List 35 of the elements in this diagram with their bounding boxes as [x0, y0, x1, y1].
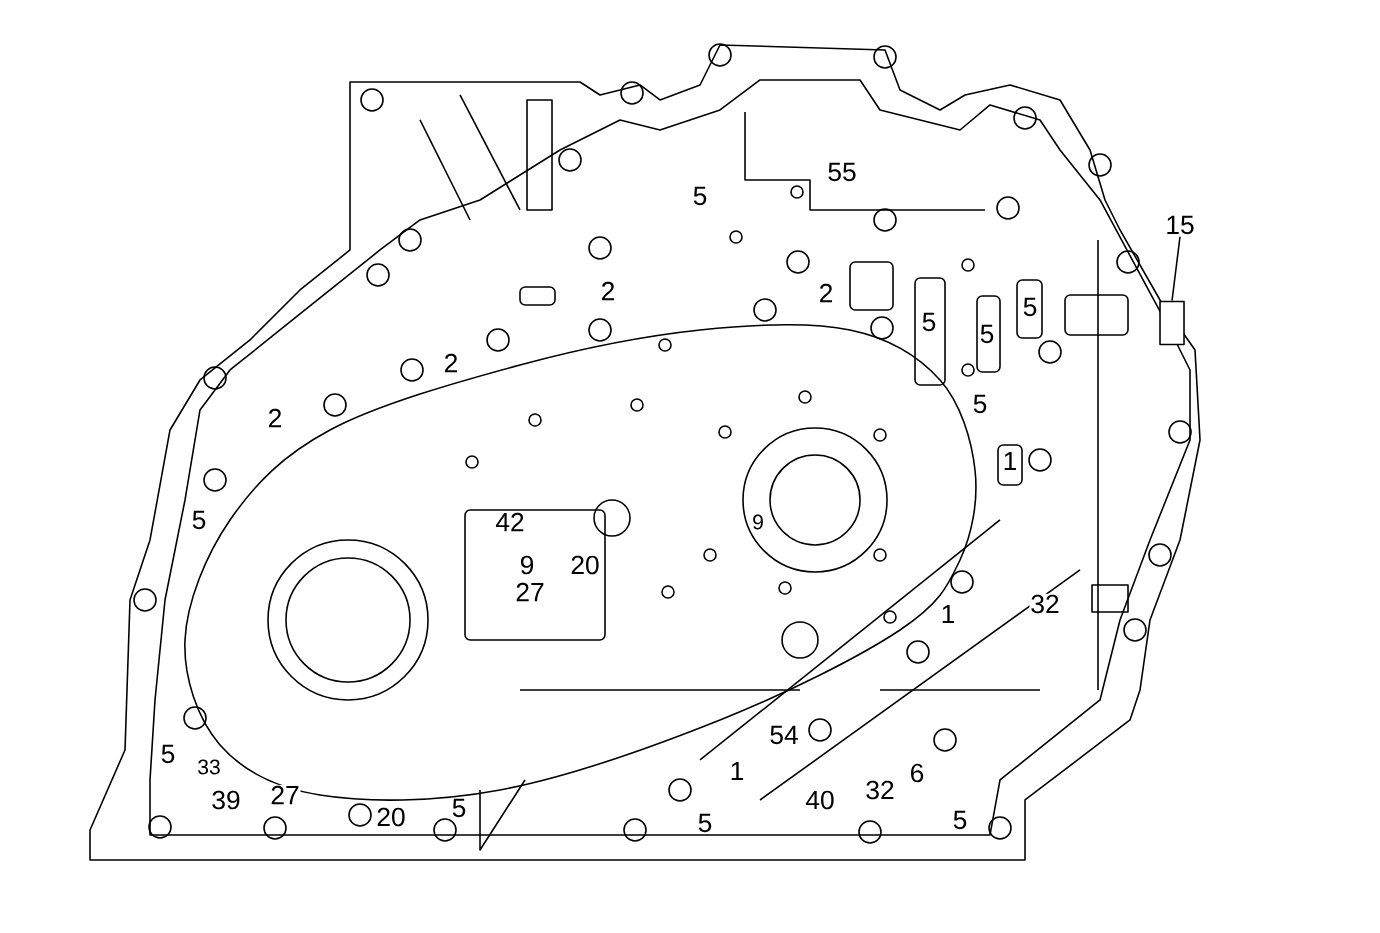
passage-number: 5 [951, 809, 969, 831]
passage-number: 5 [159, 743, 177, 765]
passage-number: 32 [864, 779, 896, 801]
passage-number: 5 [978, 323, 996, 345]
passage-number: 32 [1029, 593, 1061, 615]
passage-number: 55 [826, 161, 858, 183]
passage-number: 54 [768, 724, 800, 746]
passage-number: 5 [190, 509, 208, 531]
passage-number: 2 [599, 280, 617, 302]
passage-number: 27 [269, 784, 301, 806]
passage-number: 9 [751, 513, 765, 531]
passage-number: 5 [450, 797, 468, 819]
passage-number: 27 [514, 581, 546, 603]
passage-number: 1 [728, 761, 746, 781]
passage-number: 2 [817, 282, 835, 304]
passage-number: 6 [908, 762, 926, 784]
bolt-drawing [1159, 300, 1185, 346]
passage-number: 1 [939, 604, 957, 624]
passage-number: 1 [1001, 451, 1019, 471]
passage-number: 39 [210, 789, 242, 811]
passage-number: 40 [804, 789, 836, 811]
passage-number: 2 [266, 407, 284, 429]
callout-number: 15 [1167, 215, 1194, 235]
passage-number: 33 [196, 758, 222, 776]
leader-line [1171, 235, 1181, 302]
passage-number: 9 [518, 554, 536, 576]
passage-number: 20 [375, 806, 407, 828]
passage-number: 5 [971, 393, 989, 415]
passage-number: 5 [1021, 296, 1039, 318]
passage-number: 20 [569, 554, 601, 576]
passage-number: 2 [442, 352, 460, 374]
passage-number: 42 [494, 511, 526, 533]
passage-number: 5 [920, 311, 938, 333]
passage-number: 5 [691, 185, 709, 207]
passage-number: 5 [696, 812, 714, 834]
